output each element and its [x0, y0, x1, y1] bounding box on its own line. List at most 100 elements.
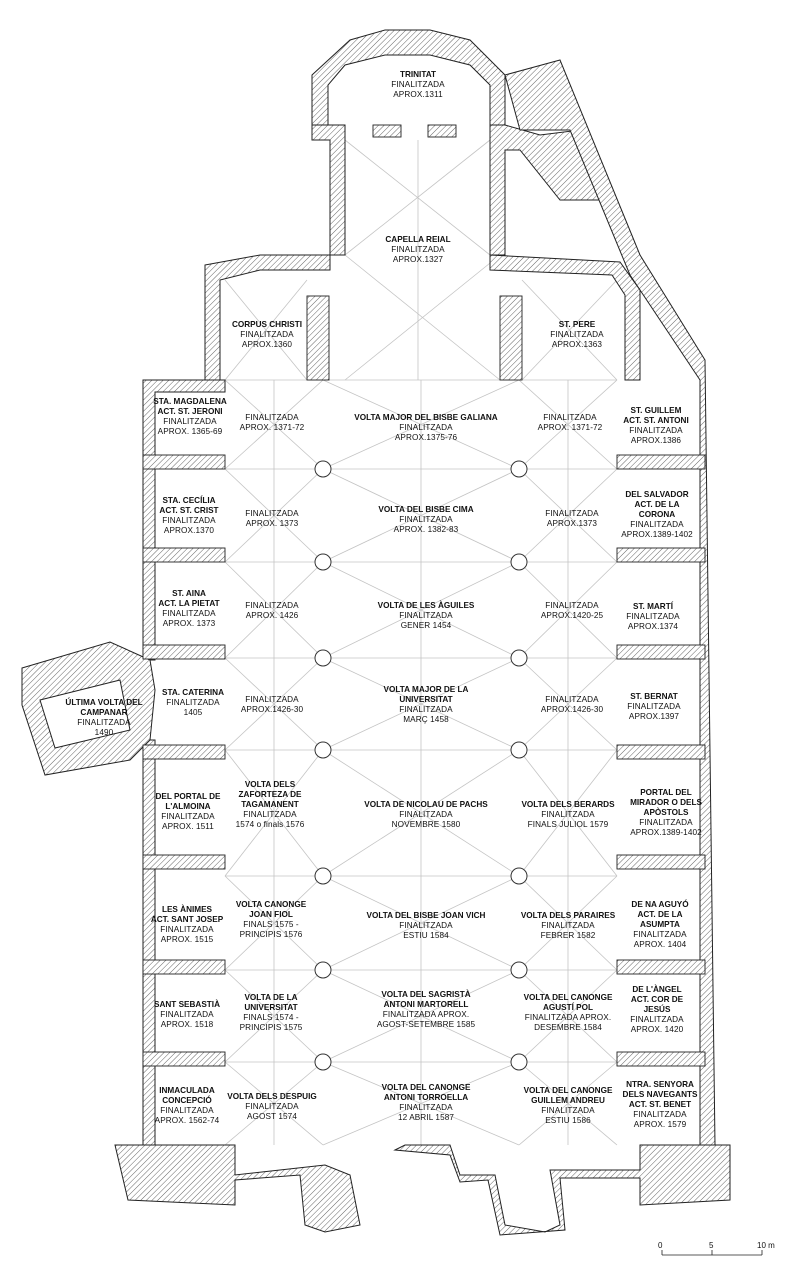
vault-title: CAPELLA REIAL [385, 235, 451, 244]
vault-rib [344, 139, 491, 256]
vault-date: APROX. 1373 [162, 619, 216, 628]
vault-date: FINALITZADA [243, 810, 297, 819]
vault-title: INMACULADA [159, 1086, 215, 1095]
vault-date: FINALITZADA [545, 509, 599, 518]
vault-date: FINALITZADA [245, 695, 299, 704]
vault-date: APROX.1363 [551, 340, 603, 349]
vault-title: ACT. ST. CRIST [159, 506, 219, 515]
vault-title: ASUMPTA [640, 920, 680, 929]
vault-date: APROX.1374 [627, 622, 679, 631]
vault-title: STA. MAGDALENA [153, 397, 227, 406]
vault-date: FINALITZADA [77, 718, 131, 727]
vault-date: FINALITZADA [245, 1102, 299, 1111]
vault-title: ACT. ST. BENET [628, 1100, 692, 1109]
vault-title: ST. BERNAT [630, 692, 678, 701]
chapel-partition-right [616, 959, 706, 975]
vault-date: DESEMBRE 1584 [534, 1023, 602, 1032]
vault-date: FINALITZADA [162, 609, 216, 618]
chapel-partition-left [142, 854, 226, 870]
vault-title: VOLTA DE LES ÀGUILES [377, 601, 475, 610]
vault-date: APROX.1397 [628, 712, 680, 721]
scale-tick-5: 5 [709, 1241, 714, 1250]
vault-date: FINALITZADA APROX. [524, 1013, 612, 1022]
vault-date: FINALITZADA [633, 930, 687, 939]
vault-date: FINALITZADA [163, 417, 217, 426]
vault-title: CONCEPCIÓ [162, 1096, 212, 1105]
vault-date: FINALITZADA [545, 695, 599, 704]
vault-date: APROX.1426-30 [240, 705, 304, 714]
vault-date: FINALITZADA APROX. [382, 1010, 470, 1019]
vault-date: FINALITZADA [399, 611, 453, 620]
vault-date: FINALITZADA [399, 423, 453, 432]
vault-title: TAGAMANENT [241, 800, 299, 809]
vault-date: FINALITZADA [543, 413, 597, 422]
vault-ribs [224, 139, 618, 1146]
vault-date: FINALS 1575 - [243, 920, 299, 929]
nave-column [314, 1053, 332, 1071]
vault-date: FINALITZADA [633, 1110, 687, 1119]
vault-title: ZAFORTEZA DE [238, 790, 302, 799]
vault-title: ACT. SANT JOSEP [150, 915, 224, 924]
vault-title: ÚLTIMA VOLTA DEL [65, 698, 143, 707]
vault-date: FINALITZADA [391, 245, 445, 254]
left-chapel-walls [142, 454, 226, 1067]
vault-date: FINALITZADA [639, 818, 693, 827]
chapel-partition-right [616, 1051, 706, 1067]
vault-date: APROX. 1404 [633, 940, 687, 949]
vault-title: ST. GUILLEM [630, 406, 682, 415]
vault-title: VOLTA DELS BERARDS [521, 800, 615, 809]
nave-column [510, 553, 528, 571]
vault-title: VOLTA DE LA [244, 993, 298, 1002]
vault-title: ACT. ST. JERONI [157, 407, 223, 416]
nave-column [510, 460, 528, 478]
vault-title: ACT. DE LA [634, 500, 680, 509]
vault-date: FINALITZADA [162, 516, 216, 525]
vault-date: FINALITZADA [161, 812, 215, 821]
chapel-partition-right [616, 454, 706, 470]
vault-title: JOAN FIOL [249, 910, 293, 919]
vault-date: FINALITZADA [541, 810, 595, 819]
vault-title: VOLTA MAJOR DEL BISBE GALIANA [354, 413, 498, 422]
vault-title: ACT. DE LA [637, 910, 683, 919]
nave-column [314, 867, 332, 885]
scale-bar [661, 1250, 763, 1256]
nave-column [510, 867, 528, 885]
vault-date: FINALITZADA [541, 921, 595, 930]
chapel-partition-left [142, 547, 226, 563]
vault-date: APROX. 1579 [633, 1120, 687, 1129]
vault-date: APROX.1373 [546, 519, 598, 528]
vault-date: FINALITZADA [160, 1106, 214, 1115]
vault-date: APROX.1360 [241, 340, 293, 349]
vault-date: APROX. 1371-72 [239, 423, 305, 432]
vault-date: FINALITZADA [541, 1106, 595, 1115]
vault-title: L'ALMOINA [165, 802, 211, 811]
chapel-partition-right [616, 547, 706, 563]
vault-title: ACT. LA PIETAT [158, 599, 220, 608]
vault-date: AGOST 1574 [246, 1112, 297, 1121]
vault-title: ST. AINA [172, 589, 206, 598]
vault-date: APROX.1311 [393, 90, 443, 99]
vault-title: VOLTA DEL CANONGE [523, 993, 613, 1002]
vault-title: CAMPANAR [80, 708, 128, 717]
vault-date: FINALITZADA [399, 705, 453, 714]
vault-date: FINALITZADA [245, 509, 299, 518]
vault-date: APROX. 1382-83 [393, 525, 459, 534]
